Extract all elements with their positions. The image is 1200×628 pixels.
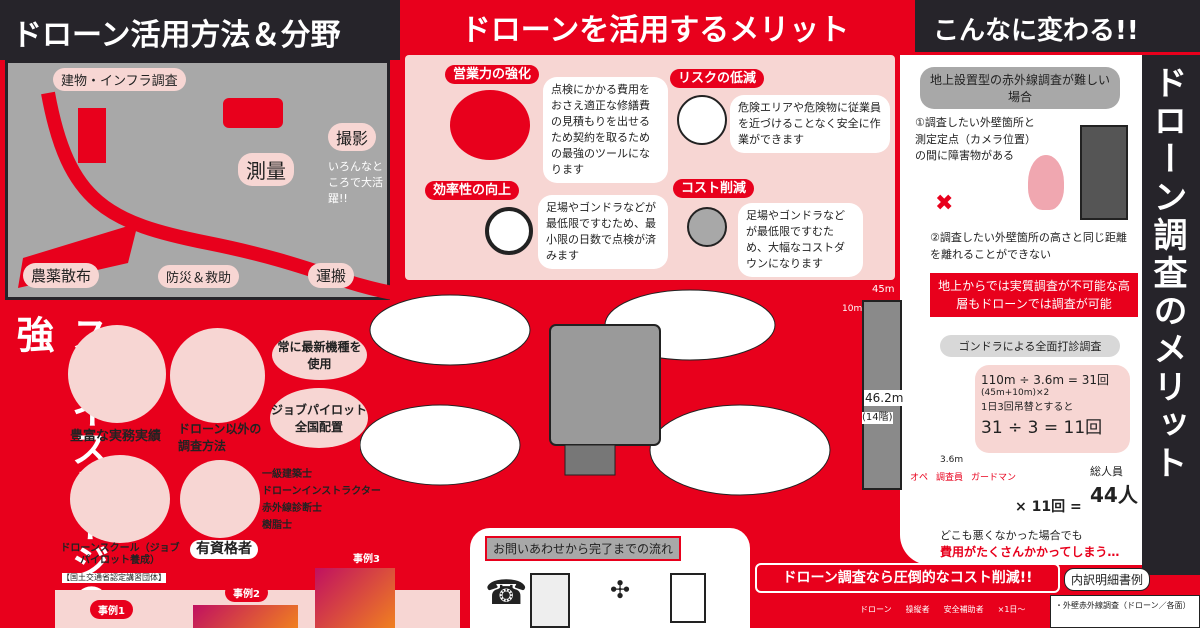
total: 44人	[1090, 483, 1138, 507]
point-1: ①調査したい外壁箇所と測定定点（カメラ位置）の間に障害物がある	[915, 116, 1036, 162]
building-icon	[78, 108, 106, 163]
case-1-tag: 事例1	[90, 600, 133, 619]
phone-icon: ☎	[485, 573, 528, 613]
role-pilot: 操縦者	[905, 605, 930, 614]
merit-tag: 営業力の強化	[445, 65, 540, 84]
merit-text: 足場やゴンドラなどが最低限ですむため、最小限の日数で点検が済みます	[538, 195, 668, 269]
detail-title: 内訳明細書例	[1064, 568, 1151, 591]
merits-panel: 営業力の強化 点検にかかる費用をおさえ適正な修繕費の見積もりを出せるため契約を取…	[405, 55, 895, 280]
role-assistant: 安全補助者	[943, 605, 984, 614]
certificate-icon	[180, 460, 260, 538]
drone-illustration	[360, 289, 831, 496]
note-1: どこも悪くなかった場合でも	[940, 529, 1083, 542]
thermal-image-2	[193, 605, 298, 628]
pilot-icon	[68, 325, 166, 423]
tall-building-icon	[1080, 125, 1128, 220]
roles: オペ調査員ガードマン	[910, 473, 1016, 484]
change-vertical-title: ドローン調査のメリット	[1142, 55, 1200, 575]
team-icon	[450, 90, 530, 160]
cost-banner: ドローン調査なら圧倒的なコスト削減!!	[755, 563, 1060, 594]
case-title: 地上設置型の赤外線調査が難しい場合	[920, 67, 1120, 109]
use-rescue: 防災＆救助	[158, 265, 240, 288]
use-photography: 撮影	[328, 123, 377, 151]
helmet-icon	[677, 95, 727, 145]
feasible-banner: 地上からでは実質調査が不可能な高層もドローンでは調査が可能	[930, 273, 1138, 317]
qualification-list: 一級建築士ドローンインストラクター赤外線診断士樹脂士	[262, 466, 381, 534]
strength-pilots: ジョブパイロット全国配置	[270, 388, 368, 448]
use-infrastructure: 建物・インフラ調査	[53, 68, 186, 91]
merit-tag: 効率性の向上	[425, 181, 520, 200]
use-spraying: 農薬散布	[23, 263, 100, 288]
change-title: こんなに変わる!!	[915, 0, 1200, 52]
role-operator: オペ	[910, 473, 929, 483]
case-2-tag: 事例2	[225, 583, 268, 602]
calculator-icon	[530, 573, 570, 628]
merit-text: 足場やゴンドラなどが最低限ですむため、大幅なコストダウンになります	[738, 203, 863, 277]
point-2: ②調査したい外壁箇所の高さと同じ距離を離れることができない	[930, 231, 1127, 261]
calc-2: 1日3回吊替とすると	[981, 402, 1074, 413]
dim-side: 10m	[842, 304, 863, 314]
qual-item: 樹脂士	[262, 520, 292, 531]
tree-icon	[1028, 155, 1064, 210]
uses-map-panel: 建物・インフラ調査 撮影 測量 農薬散布 防災＆救助 運搬 いろんなところで大活…	[5, 60, 393, 300]
strength-qualified: 有資格者	[190, 540, 258, 559]
calc-3: 31 ÷ 3 = 11回	[981, 418, 1103, 438]
thermal-image-3	[315, 568, 395, 628]
flow-panel: お問いあわせから完了までの流れ ☎ ✣	[470, 528, 750, 628]
role-guard: ガードマン	[971, 473, 1017, 483]
note-2: 費用がたくさんかかってしまう…	[940, 545, 1120, 559]
merit-tag: コスト削減	[673, 179, 755, 198]
floors: (14階)	[862, 412, 893, 424]
calc-1: 110m ÷ 3.6m = 31回	[981, 373, 1110, 387]
scaffold-icon	[170, 328, 265, 423]
strength-methods: ドローン以外の調査方法	[178, 422, 262, 453]
strength-school: ドローンスクール（ジョブパイロット養成）	[60, 543, 180, 566]
coin-purse-icon	[687, 207, 727, 247]
case-3-tag: 事例3	[345, 548, 388, 567]
dim-top: 45m	[872, 284, 895, 295]
drone-icon: ✣	[610, 576, 631, 604]
merits-title: ドローンを活用するメリット	[460, 13, 850, 48]
flow-title: お問いあわせから完了までの流れ	[485, 536, 682, 561]
uses-title: ドローン活用方法＆分野	[0, 0, 400, 60]
merit-tag: リスクの低減	[670, 69, 765, 88]
role-inspector: 調査員	[936, 473, 964, 483]
merit-text: 危険エリアや危険物に従業員を近づけることなく安全に作業ができます	[730, 95, 890, 153]
total-label: 総人員	[1090, 465, 1123, 478]
detail-item: ・外壁赤外線調査（ドローン／各面）	[1055, 601, 1191, 610]
report-icon	[670, 573, 706, 623]
change-panel: 地上設置型の赤外線調査が難しい場合 ①調査したい外壁箇所と測定定点（カメラ位置）…	[900, 55, 1142, 565]
times: × 11回 =	[1015, 499, 1082, 515]
cost-roles: ドローン 操縦者 安全補助者 ×1日〜	[860, 604, 1025, 615]
role-drone: ドローン	[860, 605, 892, 614]
cross-icon: ✖	[935, 191, 954, 216]
qual-item: 一級建築士	[262, 469, 312, 480]
uses-note: いろんなところで大活躍!!	[328, 160, 383, 205]
car-icon	[223, 98, 283, 128]
calc-box: 110m ÷ 3.6m = 31回 (45m+10m)×2 1日3回吊替とすると…	[975, 365, 1130, 453]
merit-text: 点検にかかる費用をおさえ適正な修繕費の見積もりを出せるため契約を取るための最強の…	[543, 77, 668, 183]
strength-latest: 常に最新機種を使用	[272, 330, 367, 380]
building-height: 46.2m	[864, 390, 905, 407]
strength-experience: 豊富な実務実績	[70, 429, 162, 444]
strength-certified: 【国土交通省認定講習団体】	[62, 573, 166, 583]
qual-item: 赤外線診断士	[262, 503, 322, 514]
use-transport: 運搬	[308, 263, 355, 288]
qual-item: ドローンインストラクター	[262, 486, 381, 497]
detail-sheet: ・外壁赤外線調査（ドローン／各面）	[1050, 595, 1200, 628]
use-surveying: 測量	[238, 153, 294, 186]
clock-icon	[485, 207, 533, 255]
gondola-width: 3.6m	[940, 455, 964, 465]
per-day: ×1日〜	[997, 605, 1026, 614]
school-icon	[70, 455, 170, 543]
gondola-title: ゴンドラによる全面打診調査	[940, 335, 1120, 357]
calc-1-sub: (45m+10m)×2	[981, 388, 1050, 398]
